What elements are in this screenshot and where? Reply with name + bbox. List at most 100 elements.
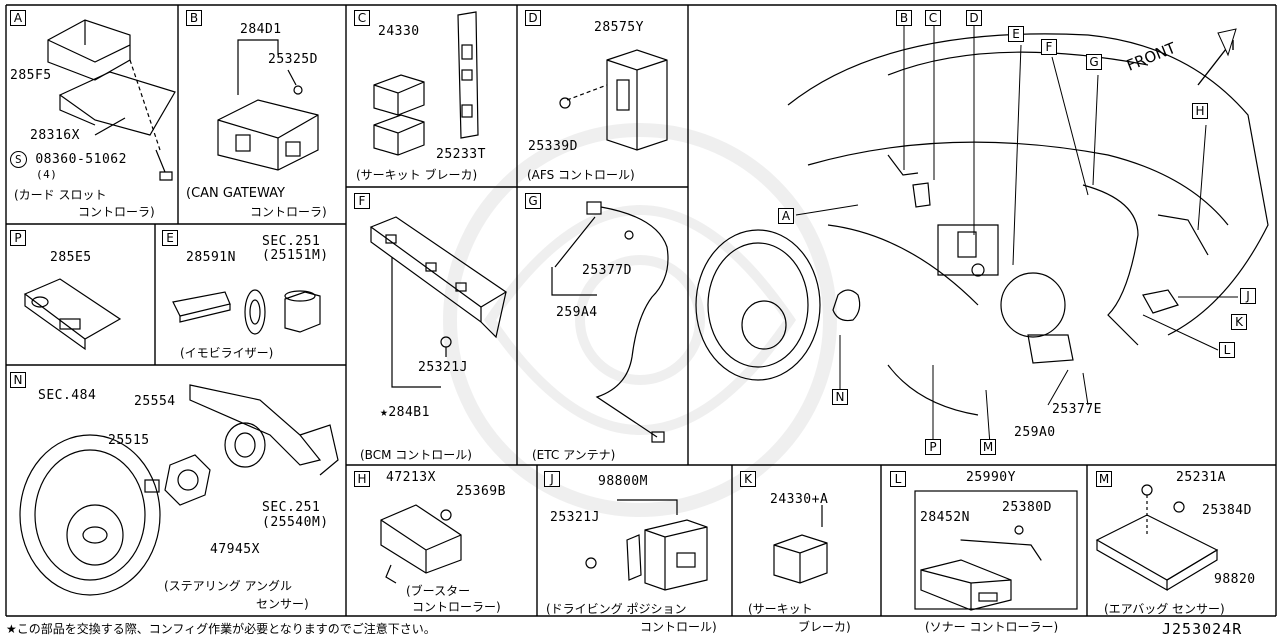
overview-tag-p: P	[925, 439, 941, 455]
part-28591n: 28591N	[186, 250, 236, 265]
caption-b-2: コントローラ)	[250, 205, 327, 219]
part-98820: 98820	[1214, 572, 1256, 587]
overview-tag-m: M	[980, 439, 996, 455]
driving-position-control-drawing	[585, 499, 708, 591]
part-25554: 25554	[134, 394, 176, 409]
part-25990y: 25990Y	[966, 470, 1016, 485]
panel-tag-c: C	[354, 10, 370, 26]
part-28316x: 28316X	[30, 128, 80, 143]
part-25151m: (25151M)	[262, 248, 329, 263]
caption-g: (ETC アンテナ)	[532, 448, 616, 462]
caption-m: (エアバッグ センサー)	[1104, 602, 1225, 616]
circuit-breaker-drawing	[373, 11, 479, 156]
panel-tag-l: L	[890, 471, 906, 487]
caption-b-1: (CAN GATEWAY	[186, 186, 285, 201]
panel-tag-e: E	[162, 230, 178, 246]
part-259a0: 259A0	[1014, 425, 1056, 440]
afs-controller-drawing	[559, 49, 668, 151]
panel-tag-b: B	[186, 10, 202, 26]
part-24330-a: 24330+A	[770, 492, 829, 507]
panel-tag-f: F	[354, 193, 370, 209]
part-25369b: 25369B	[456, 484, 506, 499]
part-25377e: 25377E	[1052, 402, 1102, 417]
overview-tag-g: G	[1086, 54, 1102, 70]
part-284b1: ★284B1	[380, 405, 430, 420]
caption-j-2: コントロール)	[640, 620, 717, 634]
part-25321j-j: 25321J	[550, 510, 600, 525]
part-25339d: 25339D	[528, 139, 578, 154]
part-quantity: (4)	[36, 168, 58, 181]
panel-tag-h: H	[354, 471, 370, 487]
part-28452n: 28452N	[920, 510, 970, 525]
caption-e: (イモビライザー)	[180, 346, 274, 360]
overview-tag-e: E	[1008, 26, 1024, 42]
overview-tag-f: F	[1041, 39, 1057, 55]
immobilizer-drawing	[172, 289, 321, 335]
part-259a4: 259A4	[556, 305, 598, 320]
part-285f5: 285F5	[10, 68, 52, 83]
dashboard-overview-drawing	[695, 25, 1269, 446]
caption-a-2: コントローラ)	[78, 205, 155, 219]
caption-d: (AFS コントロール)	[527, 168, 635, 182]
part-08360-51062-row: S 08360-51062	[10, 151, 127, 168]
part-sec-251: SEC.251	[262, 234, 321, 249]
panel-tag-j: J	[544, 471, 560, 487]
caption-k-1: (サーキット	[748, 602, 813, 616]
watermark-emblem	[443, 123, 837, 517]
overview-tag-k: K	[1231, 314, 1247, 330]
caption-n-1: (ステアリング アングル	[164, 579, 293, 593]
overview-tag-h: H	[1192, 103, 1208, 119]
part-25231a: 25231A	[1176, 470, 1226, 485]
part-25384d: 25384D	[1202, 503, 1252, 518]
part-08360-51062: 08360-51062	[35, 152, 127, 167]
footer-note: ★この部品を交換する際、コンフィグ作業が必要となりますのでご注意下さい。	[6, 622, 436, 636]
part-25380d: 25380D	[1002, 500, 1052, 515]
s-mark-icon: S	[10, 151, 27, 168]
panel-tag-d: D	[525, 10, 541, 26]
panel-tag-a: A	[10, 10, 26, 26]
part-25515: 25515	[108, 433, 150, 448]
steering-angle-sensor-drawing	[19, 384, 339, 596]
caption-a-1: (カード スロット	[14, 188, 107, 202]
caption-k-2: ブレーカ)	[798, 620, 851, 634]
overview-tag-a: A	[778, 208, 794, 224]
part-sec-484: SEC.484	[38, 388, 97, 403]
caption-l: (ソナー コントローラー)	[925, 620, 1059, 634]
part-47945x: 47945X	[210, 542, 260, 557]
overview-tag-l: L	[1219, 342, 1235, 358]
part-28575y: 28575Y	[594, 20, 644, 35]
can-gateway-drawing	[217, 39, 319, 171]
sonar-controller-drawing	[914, 490, 1078, 611]
bcm-controller-drawing	[369, 216, 508, 388]
part-25325d: 25325D	[268, 52, 318, 67]
part-285e5-drawing	[23, 278, 122, 351]
part-25377d: 25377D	[582, 263, 632, 278]
card-slot-controller-drawing	[47, 19, 176, 181]
overview-tag-b: B	[896, 10, 912, 26]
panel-tag-g: G	[525, 193, 541, 209]
overview-tag-n: N	[832, 389, 848, 405]
booster-controller-drawing	[380, 504, 462, 584]
overview-tag-d: D	[966, 10, 982, 26]
caption-j-1: (ドライビング ポジション	[546, 602, 687, 616]
caption-f: (BCM コントロール)	[360, 448, 472, 462]
part-sec-251-n: SEC.251	[262, 500, 321, 515]
part-284d1: 284D1	[240, 22, 282, 37]
part-25233t: 25233T	[436, 147, 486, 162]
part-98800m: 98800M	[598, 474, 648, 489]
part-25540m: (25540M)	[262, 515, 329, 530]
etc-antenna-drawing	[551, 201, 669, 443]
panel-tag-m: M	[1096, 471, 1112, 487]
overview-tag-c: C	[925, 10, 941, 26]
circuit-breaker-k-drawing	[773, 505, 828, 584]
overview-tag-j: J	[1240, 288, 1256, 304]
part-25321j: 25321J	[418, 360, 468, 375]
airbag-sensor-drawing	[1095, 484, 1219, 592]
caption-n-2: センサー)	[256, 597, 309, 611]
part-47213x: 47213X	[386, 470, 436, 485]
caption-h-1: (ブースター	[406, 584, 471, 598]
panel-tag-n: N	[10, 372, 26, 388]
panel-tag-k: K	[740, 471, 756, 487]
diagram-code: J253024R	[1162, 620, 1243, 638]
